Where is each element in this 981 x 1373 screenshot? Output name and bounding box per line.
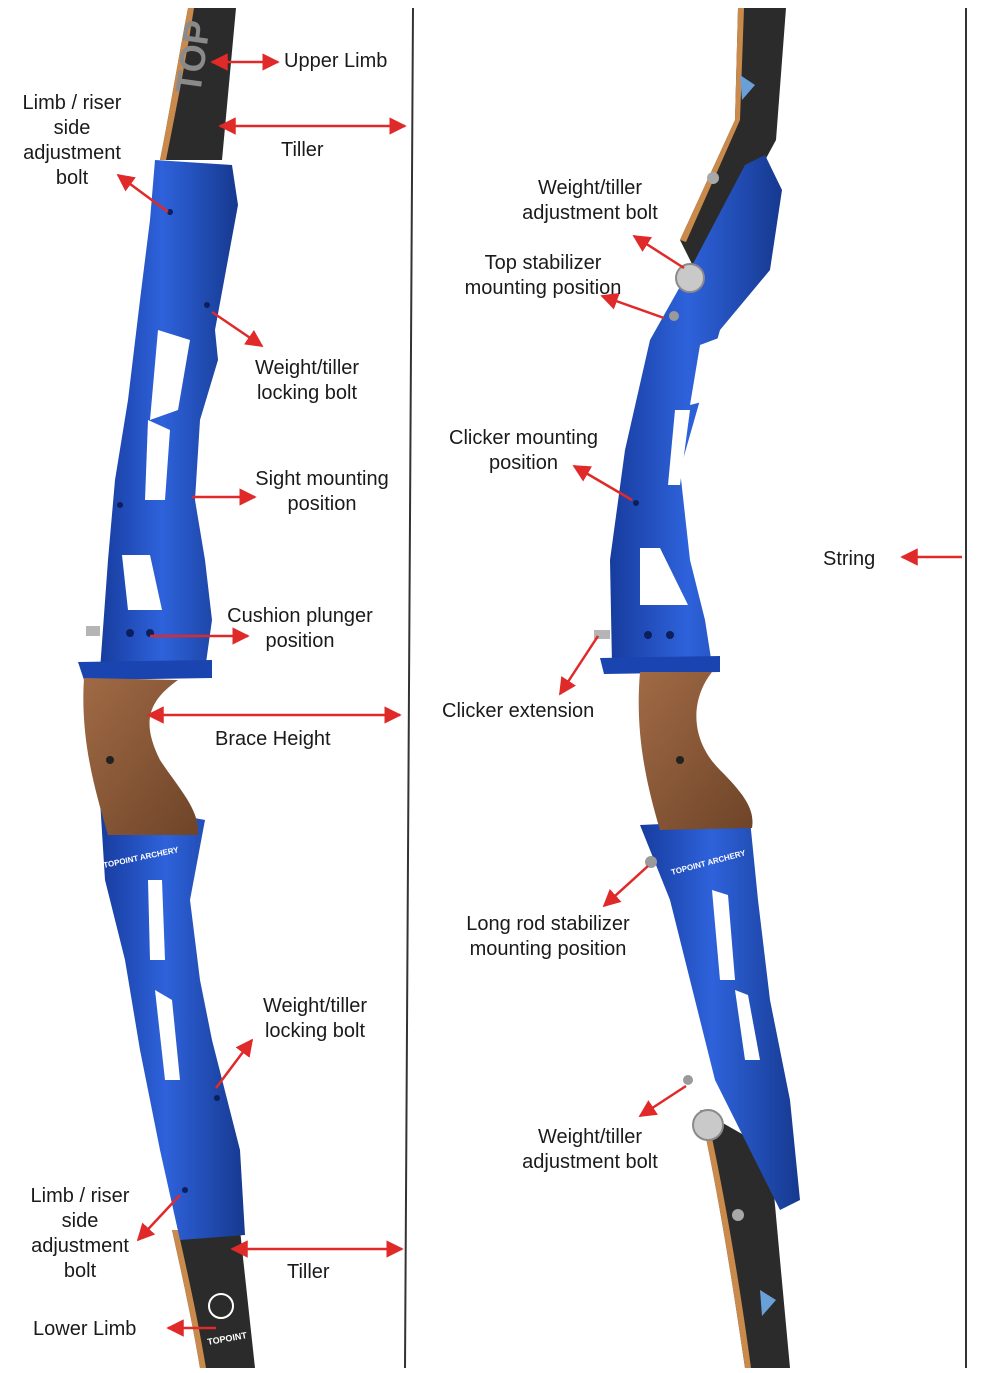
- label-tiller-bottom: Tiller: [287, 1260, 330, 1285]
- bolt: [707, 172, 719, 184]
- label-brace-height: Brace Height: [215, 727, 331, 752]
- arrow-shelf: [78, 660, 212, 680]
- label-clicker-mounting: Clicker mounting position: [436, 426, 611, 476]
- bolt: [732, 1209, 744, 1221]
- label-long-rod-stabilizer: Long rod stabilizer mounting position: [453, 912, 643, 962]
- label-limb-riser-bolt-top: Limb / riser side adjustment bolt: [12, 91, 132, 191]
- bolt: [666, 631, 674, 639]
- bolt: [676, 756, 684, 764]
- lower-limb: [172, 1230, 255, 1368]
- arrow-adjust-bottom: [640, 1086, 686, 1116]
- riser-upper: [100, 160, 238, 670]
- left-bow: TOP TOPOINT ARCHERY TOPOINT: [78, 8, 413, 1368]
- label-sight-mounting: Sight mounting position: [246, 467, 398, 517]
- arrow-adjust-top: [634, 236, 684, 268]
- arrow-long-rod: [604, 866, 648, 906]
- bolt: [204, 302, 210, 308]
- label-weight-tiller-locking-top: Weight/tiller locking bolt: [242, 356, 372, 406]
- bolt: [214, 1095, 220, 1101]
- bolt: [633, 500, 639, 506]
- bolt: [126, 629, 134, 637]
- grip: [639, 672, 753, 830]
- bolt: [676, 264, 704, 292]
- label-weight-tiller-locking-bottom: Weight/tiller locking bolt: [250, 994, 380, 1044]
- arrow-shelf: [600, 656, 720, 674]
- riser-window: [148, 880, 165, 960]
- bolt: [106, 756, 114, 764]
- label-tiller-top: Tiller: [281, 138, 324, 163]
- label-weight-tiller-adjust-bottom: Weight/tiller adjustment bolt: [510, 1125, 670, 1175]
- label-cushion-plunger: Cushion plunger position: [215, 604, 385, 654]
- bolt: [644, 631, 652, 639]
- bolt: [669, 311, 679, 321]
- label-limb-riser-bolt-bottom: Limb / riser side adjustment bolt: [20, 1184, 140, 1284]
- label-clicker-extension: Clicker extension: [442, 699, 594, 724]
- arrow-locking-bottom: [216, 1040, 252, 1088]
- arrow-locking-top: [212, 312, 262, 346]
- label-upper-limb: Upper Limb: [284, 49, 387, 74]
- arrow-clicker-extension: [560, 636, 598, 694]
- bolt: [693, 1110, 723, 1140]
- plunger: [86, 626, 100, 636]
- bolt: [683, 1075, 693, 1085]
- label-top-stabilizer: Top stabilizer mounting position: [453, 251, 633, 301]
- label-weight-tiller-adjust-top: Weight/tiller adjustment bolt: [510, 176, 670, 226]
- grip: [83, 678, 198, 835]
- label-string: String: [823, 547, 875, 572]
- left-bow-string: [405, 8, 413, 1368]
- label-lower-limb: Lower Limb: [33, 1317, 136, 1342]
- bolt: [182, 1187, 188, 1193]
- bolt: [117, 502, 123, 508]
